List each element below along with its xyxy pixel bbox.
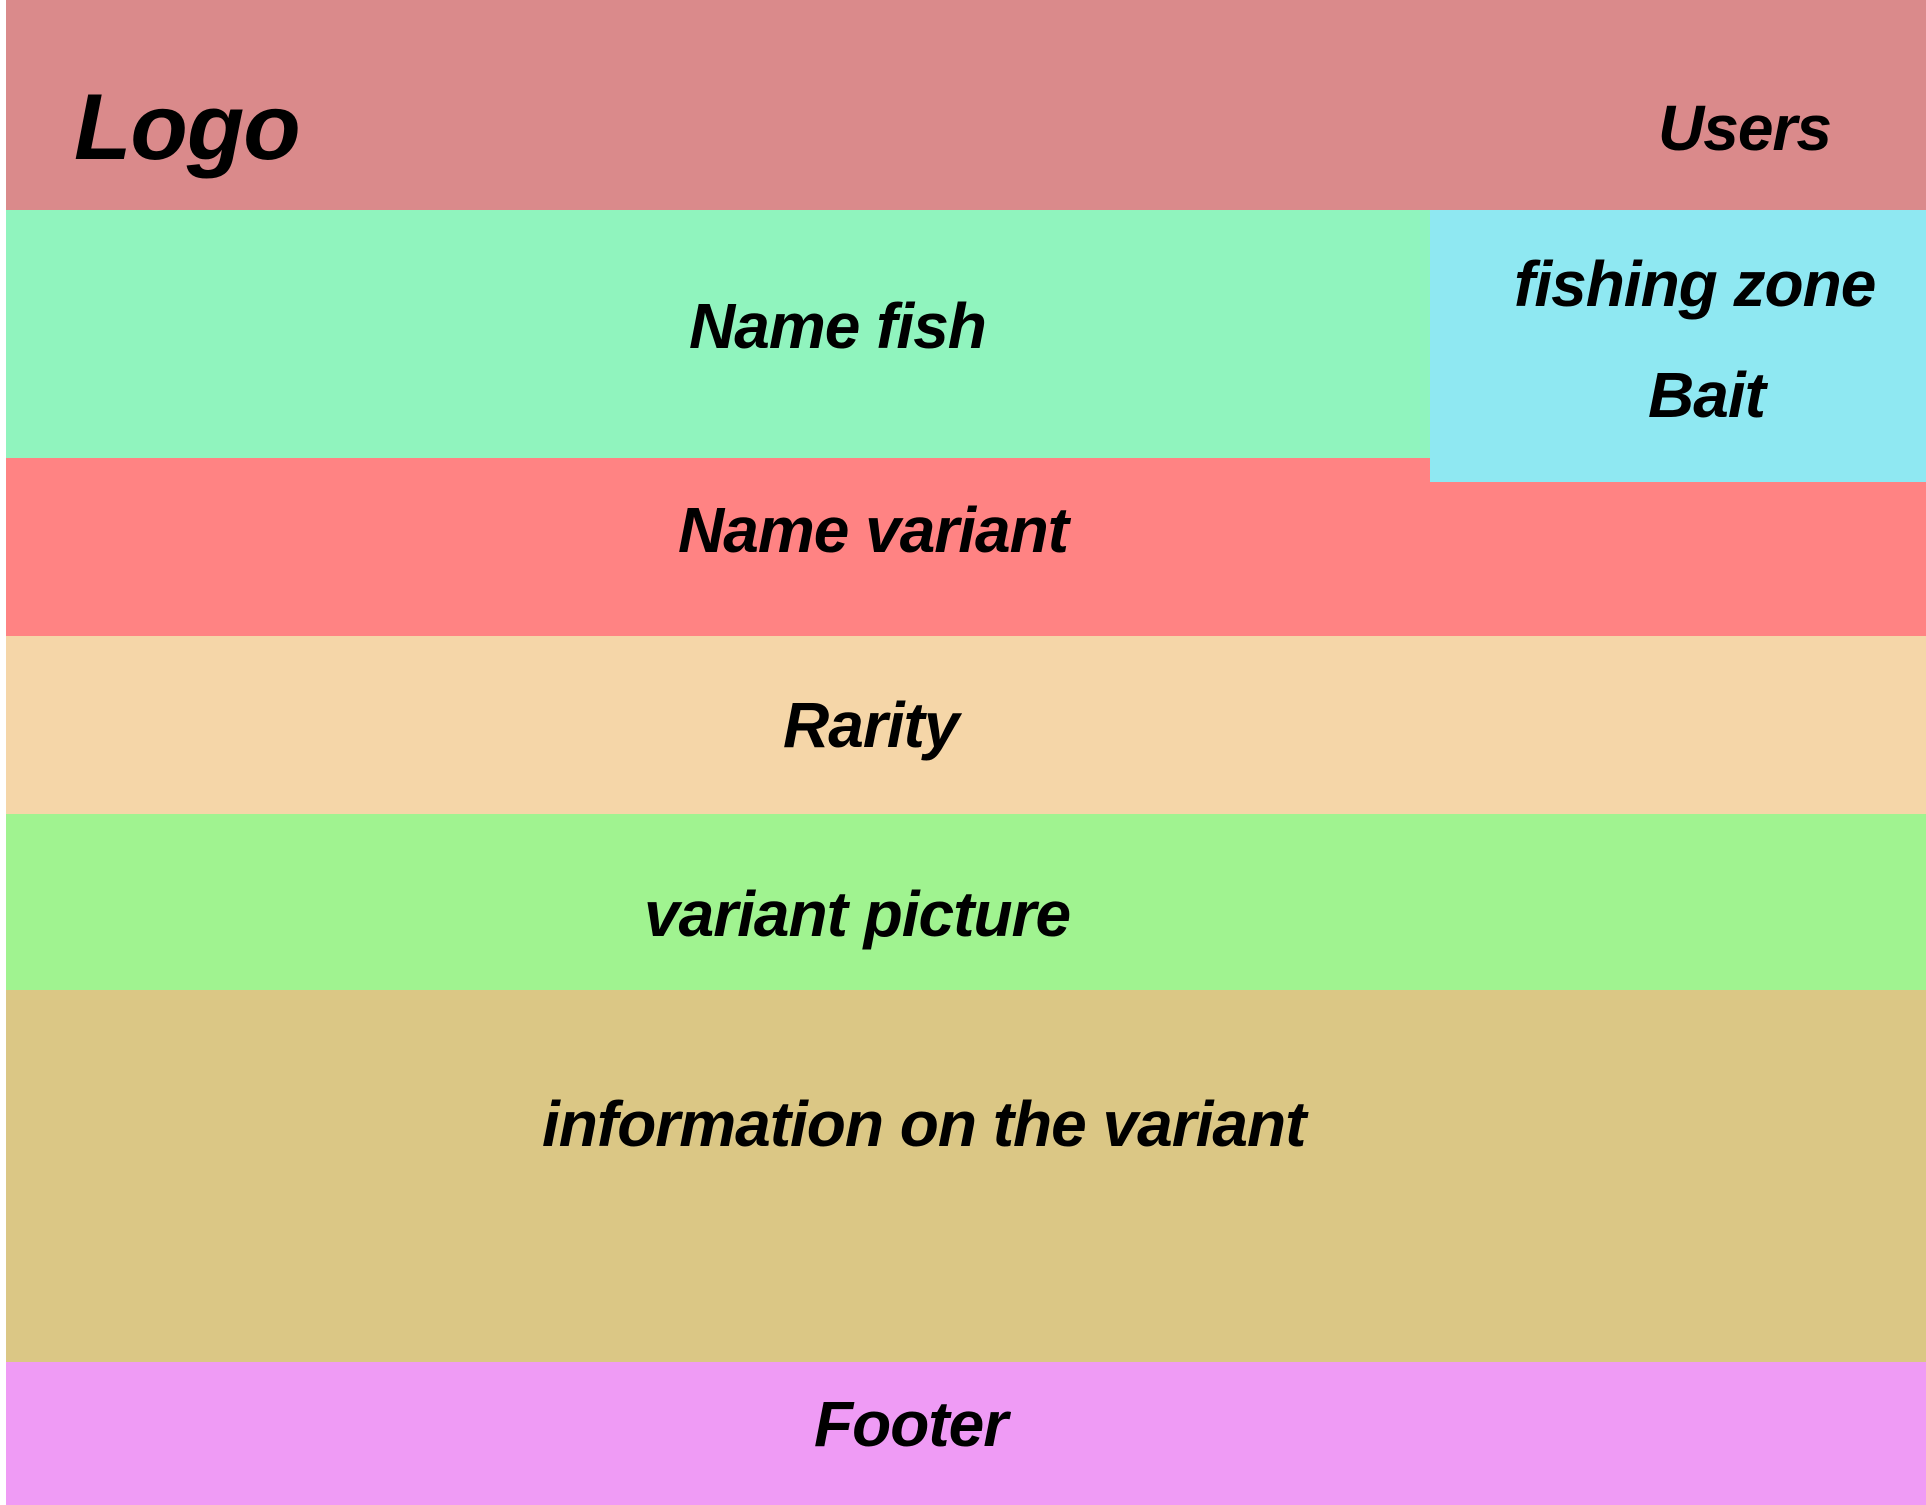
variant-info-block: information on the variant [6, 990, 1926, 1362]
fishing-zone-label: fishing zone [1514, 248, 1876, 320]
fishing-zone-bait-panel: fishing zone Bait [1430, 210, 1926, 482]
name-fish-block: Name fish [6, 210, 1430, 458]
variant-picture-label: variant picture [644, 878, 1071, 950]
variant-info-label: information on the variant [542, 1088, 1306, 1160]
rarity-label: Rarity [783, 689, 959, 761]
name-fish-label: Name fish [689, 290, 987, 362]
name-variant-label: Name variant [678, 494, 1069, 566]
logo-label: Logo [74, 74, 301, 179]
header-block: Logo Users [6, 0, 1926, 210]
users-label: Users [1658, 92, 1832, 164]
rarity-block: Rarity [6, 636, 1926, 814]
footer-block: Footer [6, 1362, 1926, 1505]
name-variant-block: Name variant [6, 458, 1926, 636]
variant-picture-block: variant picture [6, 814, 1926, 990]
bait-label: Bait [1648, 359, 1766, 431]
footer-label: Footer [814, 1388, 1008, 1460]
